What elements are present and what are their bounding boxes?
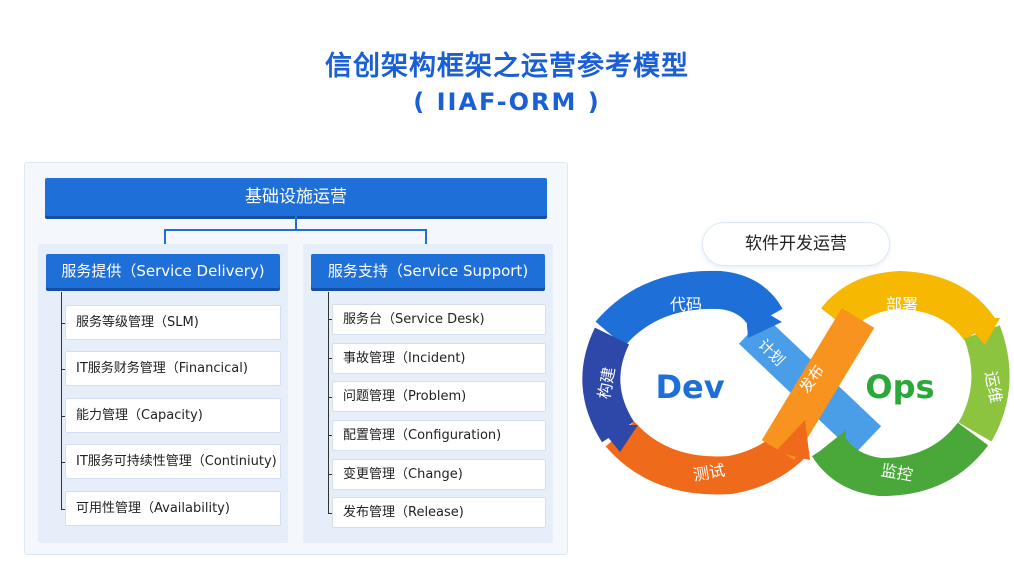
support-tree-branch <box>328 435 332 436</box>
delivery-item-availability: 可用性管理（Availability) <box>65 491 281 526</box>
support-tree-branch <box>328 474 332 475</box>
connector-horizontal <box>164 229 427 231</box>
support-tree-branch <box>328 513 332 514</box>
delivery-item-continuity: IT服务可持续性管理（Continiuty) <box>65 444 281 479</box>
devops-segment-release <box>761 308 875 460</box>
support-tree-line <box>328 292 329 513</box>
arrow-build-icon <box>598 425 638 452</box>
delivery-header: 服务提供（Service Delivery) <box>46 254 280 288</box>
delivery-item-financial: IT服务财务管理（Financical) <box>65 351 281 386</box>
support-item-configuration: 配置管理（Configuration) <box>332 420 546 451</box>
delivery-tree-branch <box>61 323 65 324</box>
connector-vertical-main <box>295 216 297 230</box>
arrow-deploy-icon <box>962 318 1000 345</box>
ops-label: Ops <box>865 368 934 406</box>
delivery-item-slm: 服务等级管理（SLM) <box>65 305 281 340</box>
support-item-incident: 事故管理（Incident) <box>332 343 546 374</box>
delivery-tree-branch <box>61 509 65 510</box>
page-title: 信创架构框架之运营参考模型 <box>325 51 689 82</box>
devops-segment-test <box>605 421 810 495</box>
devops-segment-deploy <box>821 270 996 342</box>
stage-code-label: 代码 <box>670 295 702 314</box>
delivery-tree-branch <box>61 462 65 463</box>
arrow-test-icon <box>775 420 810 460</box>
support-tree-branch <box>328 319 332 320</box>
support-tree-branch <box>328 358 332 359</box>
delivery-tree-line <box>61 292 62 510</box>
support-item-release: 发布管理（Release) <box>332 497 546 528</box>
support-item-problem: 问题管理（Problem) <box>332 381 546 412</box>
devops-segment-code <box>595 270 783 347</box>
connector-right-drop <box>425 229 427 246</box>
stage-deploy-label: 部署 <box>886 295 918 314</box>
devops-pill: 软件开发运营 <box>702 222 890 266</box>
delivery-tree-branch <box>61 416 65 417</box>
delivery-item-capacity: 能力管理（Capacity) <box>65 398 281 433</box>
connector-left-drop <box>164 229 166 246</box>
delivery-tree-branch <box>61 369 65 370</box>
dev-label: Dev <box>655 368 724 406</box>
support-tree-branch <box>328 397 332 398</box>
support-item-service-desk: 服务台（Service Desk) <box>332 304 546 335</box>
arrow-code-icon <box>745 300 782 338</box>
support-item-change: 变更管理（Change) <box>332 459 546 490</box>
page-subtitle: ( IIAF-ORM ) <box>413 88 601 116</box>
devops-segment-build <box>582 327 635 443</box>
infrastructure-ops-box: 基础设施运营 <box>45 178 547 216</box>
support-header: 服务支持（Service Support) <box>311 254 545 288</box>
arrow-monitor-icon <box>815 430 846 465</box>
